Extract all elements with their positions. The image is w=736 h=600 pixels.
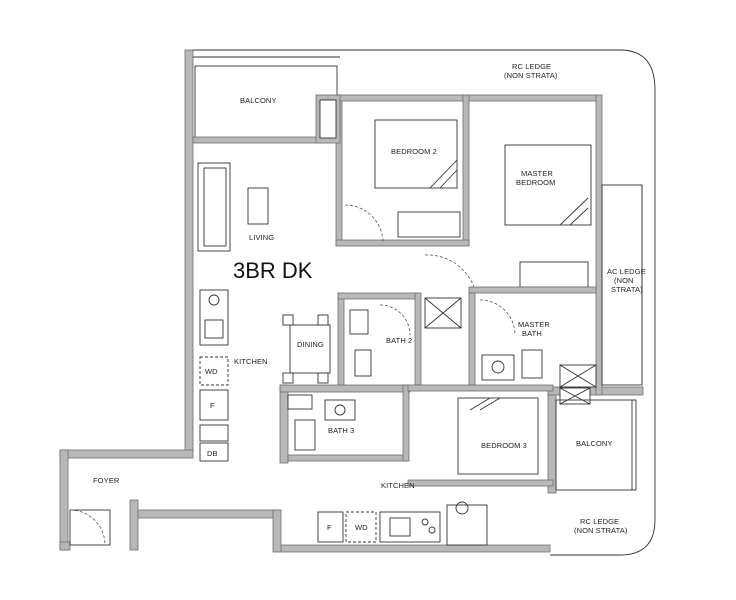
label-kitchen-bottom: KITCHEN	[381, 481, 415, 490]
label-bedroom-3: BEDROOM 3	[481, 441, 527, 450]
balcony-right	[555, 399, 637, 491]
label-master-bath-line2: BATH	[522, 329, 542, 338]
label-ac-ledge-line2: (NON	[614, 276, 634, 285]
label-ac-ledge-line3: STRATA)	[611, 285, 643, 294]
bath-2	[337, 292, 462, 386]
foyer-door	[69, 509, 111, 546]
living-area	[197, 162, 269, 252]
fixture-labels: WD F DB F WD	[205, 367, 368, 532]
bath-3	[287, 384, 410, 462]
fixture-wd-bottom: WD	[355, 523, 368, 532]
label-master-bedroom-line1: MASTER	[521, 169, 553, 178]
room-labels: BALCONY RC LEDGE (NON STRATA) BEDROOM 2 …	[93, 62, 646, 535]
label-rc-ledge-bottom-note: (NON STRATA)	[574, 526, 628, 535]
label-foyer: FOYER	[93, 476, 120, 485]
label-rc-ledge-top: RC LEDGE	[512, 62, 551, 71]
dining-area	[282, 314, 331, 384]
label-balcony-right: BALCONY	[576, 439, 613, 448]
kitchen-bottom	[317, 501, 488, 546]
fixture-wd-left: WD	[205, 367, 218, 376]
label-ac-ledge-line1: AC LEDGE	[607, 267, 646, 276]
label-dining: DINING	[297, 340, 324, 349]
label-rc-ledge-top-note: (NON STRATA)	[504, 71, 558, 80]
label-master-bath-line1: MASTER	[518, 320, 550, 329]
label-kitchen-left: KITCHEN	[234, 357, 268, 366]
label-rc-ledge-bottom: RC LEDGE	[580, 517, 619, 526]
kitchen-left	[199, 289, 229, 462]
label-bath-3: BATH 3	[328, 426, 354, 435]
master-bedroom	[468, 94, 643, 396]
outer-outline	[193, 49, 656, 556]
fixture-f-left: F	[210, 401, 215, 410]
bedroom-3	[407, 384, 591, 487]
label-master-bedroom-line2: BEDROOM	[516, 178, 555, 187]
label-balcony-top: BALCONY	[240, 96, 277, 105]
fixture-f-bottom: F	[327, 523, 332, 532]
label-bath-2: BATH 2	[386, 336, 412, 345]
outer-walls	[59, 49, 644, 553]
label-bedroom-2: BEDROOM 2	[391, 147, 437, 156]
bedroom-2	[315, 94, 599, 291]
label-living: LIVING	[249, 233, 274, 242]
plan-title: 3BR DK	[233, 258, 313, 283]
fixture-db: DB	[207, 449, 218, 458]
master-bath	[468, 292, 597, 388]
